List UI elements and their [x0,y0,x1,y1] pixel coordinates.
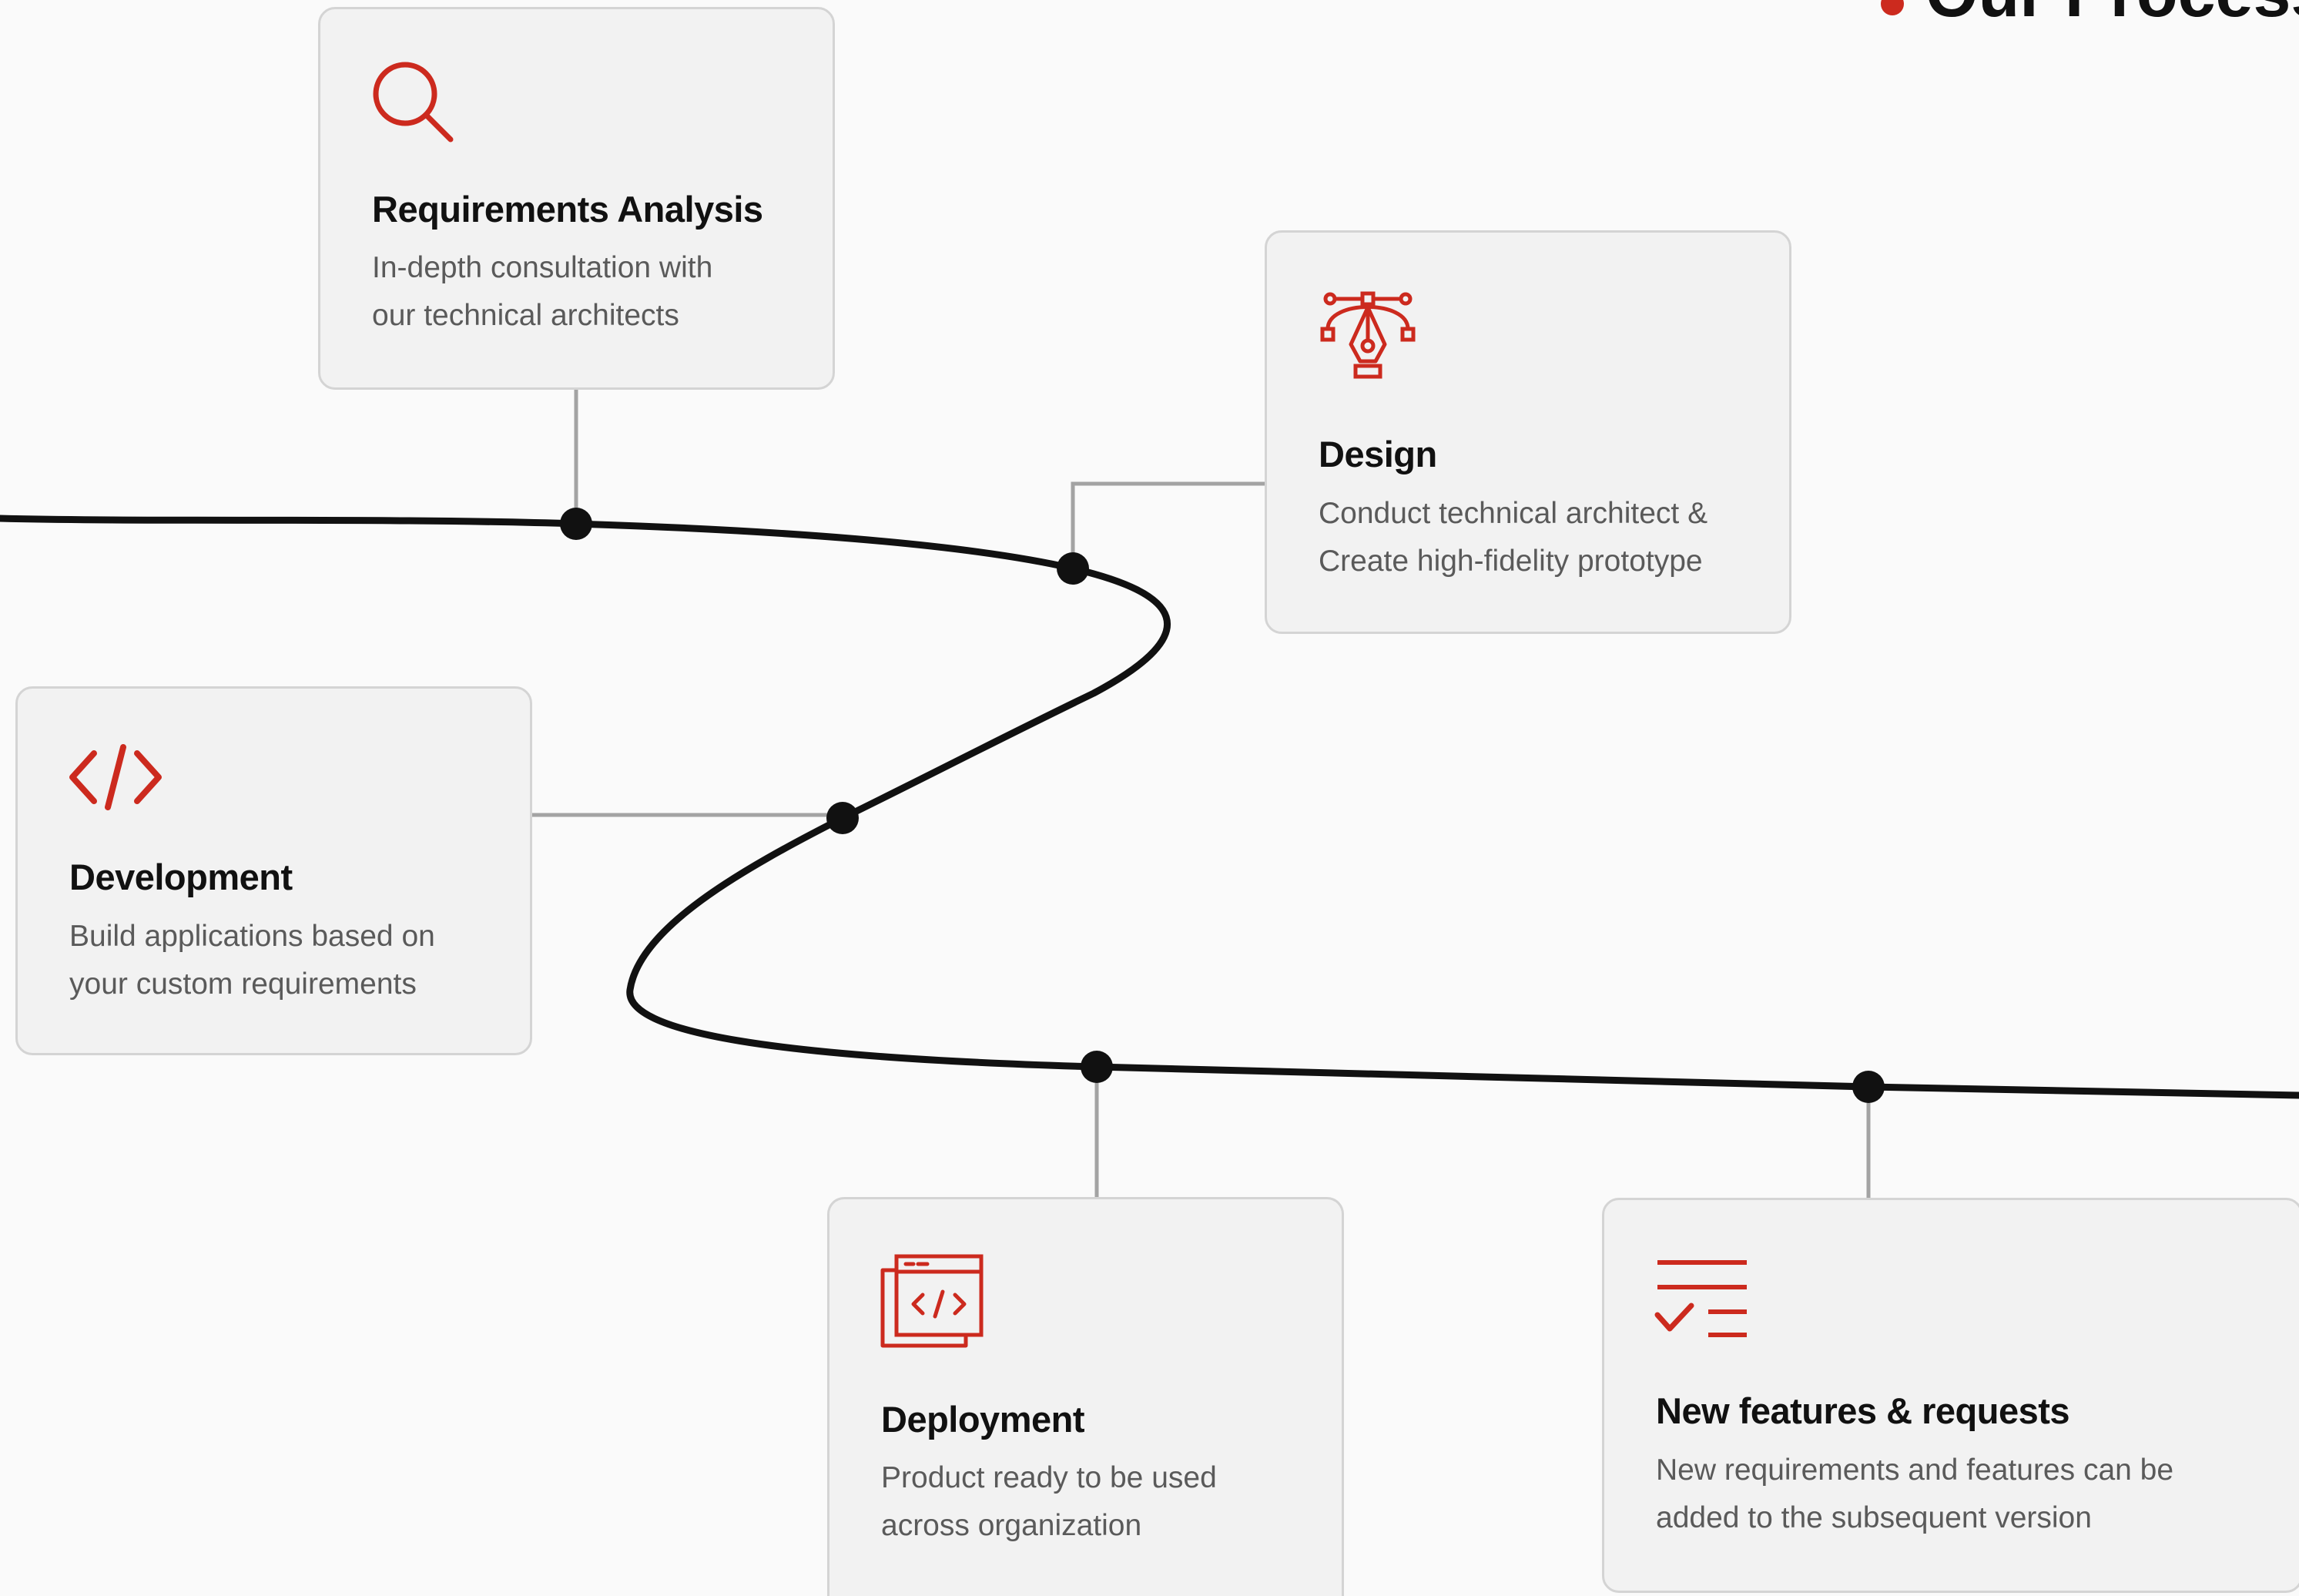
step-title: Requirements Analysis [372,189,763,230]
step-card-requirements: Requirements Analysis In-depth consultat… [318,7,835,390]
step-description: Conduct technical architect & Create hig… [1319,490,1707,585]
timeline-node-requirements [560,508,592,540]
timeline-path [0,515,2299,1099]
step-description: Product ready to be used across organiza… [881,1454,1217,1550]
connector-design [1071,481,1265,568]
timeline-node-development [826,802,859,834]
step-description-line: Create high-fidelity prototype [1319,545,1703,578]
step-description-line: Build applications based on [69,920,435,953]
timeline-node-deployment [1081,1051,1113,1083]
step-card-design: Design Conduct technical architect & Cre… [1265,230,1791,634]
page-title-text: Our Process [1925,0,2299,31]
title-bullet-icon [1881,0,1904,15]
step-description-line: our technical architects [372,299,679,332]
browser-code-icon [880,1253,984,1350]
pen-tool-icon [1317,283,1419,384]
step-card-development: Development Build applications based on … [15,686,532,1055]
step-description-line: Product ready to be used [881,1461,1217,1494]
step-card-deployment: Deployment Product ready to be used acro… [827,1197,1344,1596]
step-title: Deployment [881,1399,1085,1440]
step-description: In-depth consultation with our technical… [372,244,712,340]
page-title: Our Process [1881,0,2299,32]
step-description-line: In-depth consultation with [372,251,713,284]
step-title: Design [1319,434,1437,474]
step-description-line: Conduct technical architect & [1319,497,1708,530]
timeline-node-features [1852,1071,1885,1103]
checklist-icon [1654,1258,1750,1343]
code-icon [68,743,163,812]
step-description: Build applications based on your custom … [69,913,435,1008]
step-title: Development [69,857,293,897]
step-card-new-features: New features & requests New requirements… [1602,1198,2299,1593]
step-description-line: your custom requirements [69,967,417,1001]
timeline-node-design [1057,552,1089,585]
step-description: New requirements and features can be add… [1656,1447,2173,1542]
search-icon [370,59,457,146]
step-description-line: added to the subsequent version [1656,1501,2092,1534]
step-description-line: New requirements and features can be [1656,1454,2174,1487]
step-description-line: across organization [881,1509,1142,1542]
step-title: New features & requests [1656,1390,2070,1431]
